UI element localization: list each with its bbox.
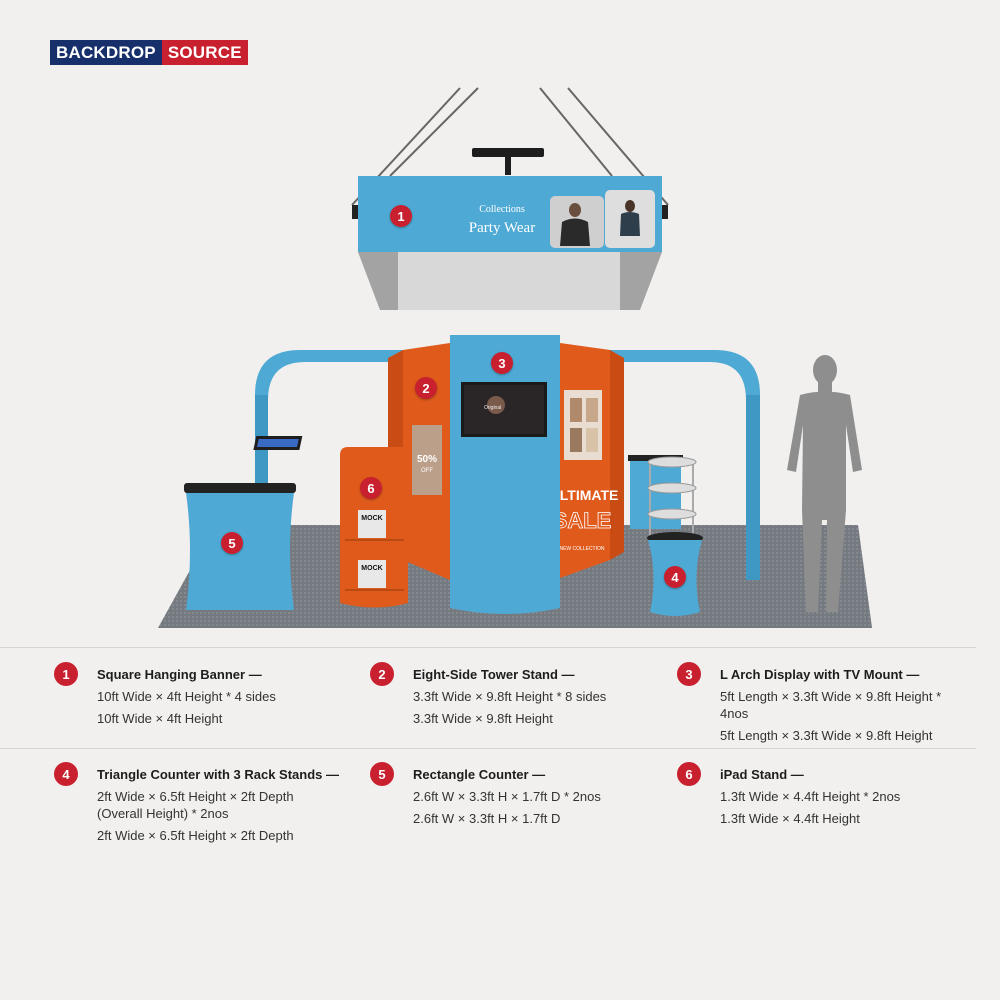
spec-line-2: 3.3ft Wide × 9.8ft Height bbox=[413, 711, 553, 726]
tv-column bbox=[450, 335, 560, 614]
spec-line-2: 1.3ft Wide × 4.4ft Height bbox=[720, 811, 860, 826]
spec-line-1: 3.3ft Wide × 9.8ft Height * 8 sides bbox=[413, 689, 607, 704]
booth-illustration: 50% OFF ULTIMATE SALE NEW COLLECTION Ori… bbox=[158, 87, 872, 628]
brand-logo: BACKDROP SOURCE bbox=[50, 40, 248, 65]
brand-logo-right: SOURCE bbox=[161, 40, 248, 65]
scene-badge-5: 5 bbox=[221, 532, 243, 554]
spec-badge: 2 bbox=[370, 662, 394, 686]
spec-title: Square Hanging Banner — bbox=[97, 667, 262, 682]
divider-top bbox=[0, 647, 976, 648]
scene-badge-3: 3 bbox=[491, 352, 513, 374]
spec-title: Triangle Counter with 3 Rack Stands — bbox=[97, 767, 339, 782]
spec-title: iPad Stand — bbox=[720, 767, 804, 782]
banner-partywear-text: Party Wear bbox=[469, 220, 535, 236]
spec-title: Eight-Side Tower Stand — bbox=[413, 667, 575, 682]
person-silhouette bbox=[787, 355, 862, 612]
divider-middle bbox=[0, 748, 976, 749]
tower-right-face bbox=[560, 343, 610, 578]
banner-collections-text: Collections bbox=[479, 204, 525, 215]
sale-word-ultimate: ULTIMATE bbox=[550, 487, 619, 503]
scene-badge-2: 2 bbox=[415, 377, 437, 399]
magazine-title-2: MOCK bbox=[361, 565, 382, 572]
rectangle-counter bbox=[186, 493, 294, 610]
spec-line-1: 2.6ft W × 3.3ft H × 1.7ft D * 2nos bbox=[413, 789, 601, 804]
spec-line-1: 10ft Wide × 4ft Height * 4 sides bbox=[97, 689, 276, 704]
spec-line-2: 10ft Wide × 4ft Height bbox=[97, 711, 223, 726]
tv-text: Original bbox=[484, 405, 501, 411]
rack-stand bbox=[647, 456, 697, 540]
spec-badge: 1 bbox=[54, 662, 78, 686]
tower-off-text: OFF bbox=[421, 468, 433, 474]
magazine-2 bbox=[358, 560, 386, 588]
light-bar bbox=[472, 148, 544, 157]
spec-line-2: 2.6ft W × 3.3ft H × 1.7ft D bbox=[413, 811, 561, 826]
sale-sub-text: NEW COLLECTION bbox=[559, 546, 604, 552]
spec-badge: 4 bbox=[54, 762, 78, 786]
spec-title: L Arch Display with TV Mount — bbox=[720, 667, 920, 682]
spec-badge: 5 bbox=[370, 762, 394, 786]
arch-left bbox=[255, 350, 445, 575]
scene-badge-4: 4 bbox=[664, 566, 686, 588]
spec-line-1: 1.3ft Wide × 4.4ft Height * 2nos bbox=[720, 789, 901, 804]
spec-badge: 6 bbox=[677, 762, 701, 786]
spec-title: Rectangle Counter — bbox=[413, 767, 546, 782]
spec-badge: 3 bbox=[677, 662, 701, 686]
spec-line-1: 2ft Wide × 6.5ft Height × 2ft Depth (Ove… bbox=[97, 789, 294, 821]
magazine-title-1: MOCK bbox=[361, 515, 382, 522]
spec-line-1: 5ft Length × 3.3ft Wide × 9.8ft Height *… bbox=[720, 689, 942, 721]
brand-logo-left: BACKDROP bbox=[50, 40, 162, 65]
counter-top bbox=[184, 483, 296, 493]
arch-right bbox=[570, 350, 760, 580]
tower-discount-text: 50% bbox=[417, 454, 437, 465]
spec-line-2: 5ft Length × 3.3ft Wide × 9.8ft Height bbox=[720, 728, 933, 743]
scene-badge-6: 6 bbox=[360, 477, 382, 499]
sale-word-sale: SALE bbox=[553, 508, 612, 533]
scene-badge-1: 1 bbox=[390, 205, 412, 227]
spec-line-2: 2ft Wide × 6.5ft Height × 2ft Depth bbox=[97, 828, 294, 843]
